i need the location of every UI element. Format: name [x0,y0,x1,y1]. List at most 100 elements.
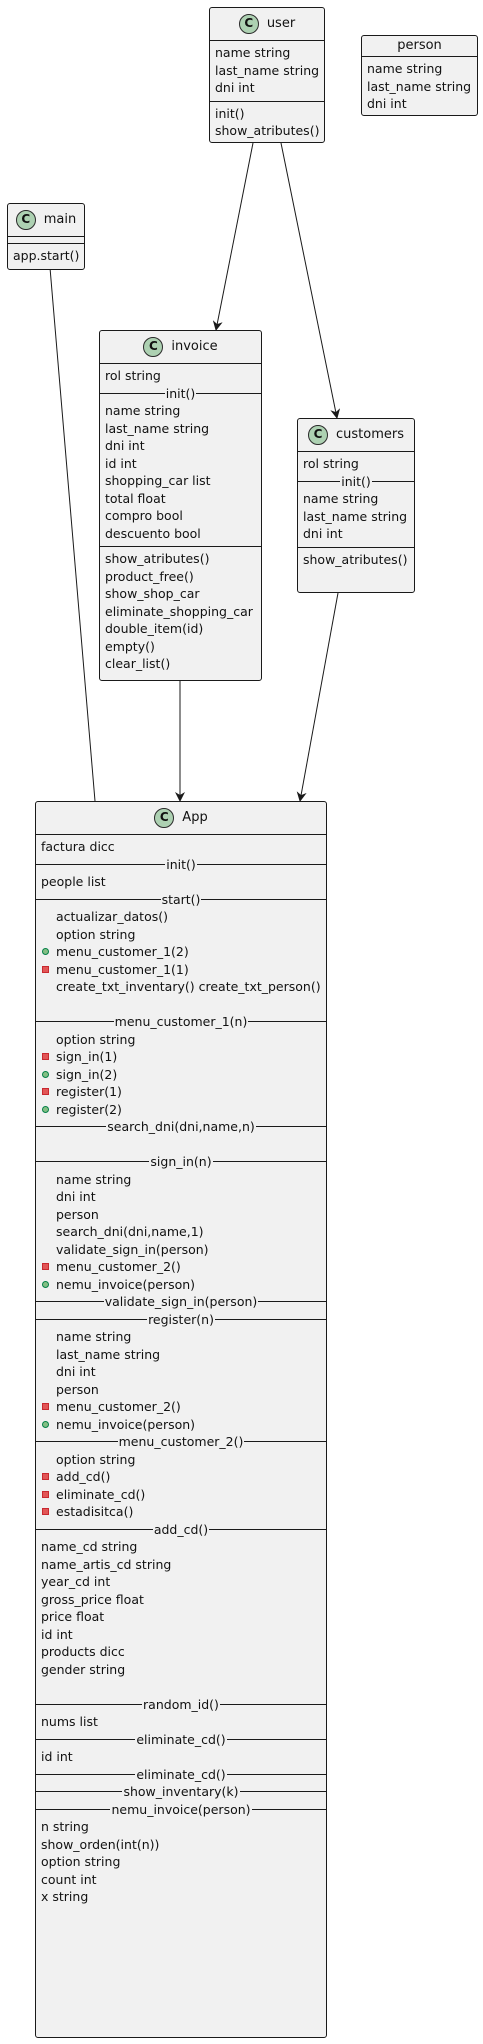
section-divider: menu_customer_1(n) [36,1013,326,1031]
blank-line [41,1678,321,1696]
member-field: id int [41,1748,321,1766]
member-field: show_shop_car [105,585,256,603]
member-text: last_name string [367,78,472,94]
blank-line [41,1136,321,1154]
public-visibility-icon [42,1280,49,1288]
member-field: descuento bool [105,525,256,543]
private-visibility-icon [42,1053,49,1060]
section-divider: add_cd() [36,1521,326,1539]
member-field: actualizar_datos() [41,908,321,926]
member-text: name string [56,1171,132,1187]
member-text: count int [41,1871,97,1887]
public-visibility-icon [42,1420,49,1428]
member-text: name_cd string [41,1539,138,1554]
member-text: id int [41,1626,73,1642]
private-visibility-icon [42,1088,49,1095]
member-text: last_name string [303,508,408,524]
member-method: menu_customer_1(1) [41,961,321,979]
member-field: person [41,1381,321,1399]
member-text: app.start() [13,248,80,263]
section-divider: eliminate_cd() [36,1731,326,1749]
class-badge-icon: C [154,808,175,828]
member-text: dni int [56,1189,96,1204]
member-text: gender string [41,1661,126,1677]
member-text: x string [41,1889,89,1904]
arrow-app-to-main [43,243,96,802]
divider-label: register(n) [148,1311,214,1327]
member-method: nemu_invoice(person) [41,1416,321,1434]
member-field: id int [105,455,256,473]
divider-label: start() [161,891,201,907]
divider-label: init() [341,473,371,489]
member-text: descuento bool [105,525,201,541]
member-text: actualizar_datos() [56,909,168,924]
divider-label: eliminate_cd() [136,1731,226,1747]
member-text: name string [303,491,379,506]
member-text: people list [41,874,106,889]
member-field: nums list [41,1713,321,1731]
member-field: init() [215,105,319,123]
member-text: rol string [105,368,161,383]
member-text: add_cd() [56,1469,111,1484]
divider-label: init() [166,856,196,872]
member-field: name string [41,1171,321,1189]
member-text: option string [56,1031,136,1047]
member-text: register(2) [56,1101,122,1117]
member-text: person [56,1206,99,1222]
class-name: main [43,212,77,228]
member-text: id int [41,1749,73,1764]
member-field: count int [41,1871,321,1889]
class-section: app.start() [8,243,84,269]
member-field: last_name string [303,508,409,526]
divider-label: init() [165,385,196,401]
member-text: nums list [41,1714,98,1729]
member-text: name string [105,403,181,418]
member-text: shopping_car list [105,473,211,488]
member-field: n string [41,1818,321,1836]
member-field: total float [105,490,256,508]
divider-label: nemu_invoice(person) [111,1801,251,1817]
member-field: validate_sign_in(person) [41,1241,321,1259]
member-text: price float [41,1609,105,1624]
member-field: products dicc [41,1643,321,1661]
class-section: show_atributes() [298,546,414,573]
divider-label: eliminate_cd() [136,1766,226,1782]
member-field: price float [41,1608,321,1626]
private-visibility-icon [42,1403,49,1410]
private-visibility-icon [42,1490,49,1498]
member-field: dni int [303,525,409,543]
class-section: factura dicc init() people list start() actu… [36,835,326,1910]
member-field: option string [41,1031,321,1049]
member-text: dni int [215,80,255,95]
member-field: last_name string [105,420,256,438]
member-text: empty() [105,638,155,654]
section-divider: validate_sign_in(person) [36,1293,326,1311]
member-field: option string [41,926,321,944]
member-text: clear_list() [105,656,171,671]
divider-label: add_cd() [153,1521,209,1537]
section-divider: search_dni(dni,name,n) [36,1118,326,1136]
section-divider: random_id() [36,1696,326,1714]
member-text: person [56,1381,99,1397]
section-divider: start() [36,891,326,909]
member-text: dni int [56,1364,96,1379]
member-text: name string [56,1329,132,1344]
member-text: option string [41,1854,121,1869]
arrow-customers-to-app [296,592,339,802]
member-text: estadisitca() [56,1504,134,1519]
member-text: factura dicc [41,839,115,854]
member-field: last_name string [215,62,319,80]
member-text: product_free() [105,568,194,584]
member-method: register(1) [41,1083,321,1101]
member-field: dni int [41,1363,321,1381]
class-name: invoice [171,339,218,355]
